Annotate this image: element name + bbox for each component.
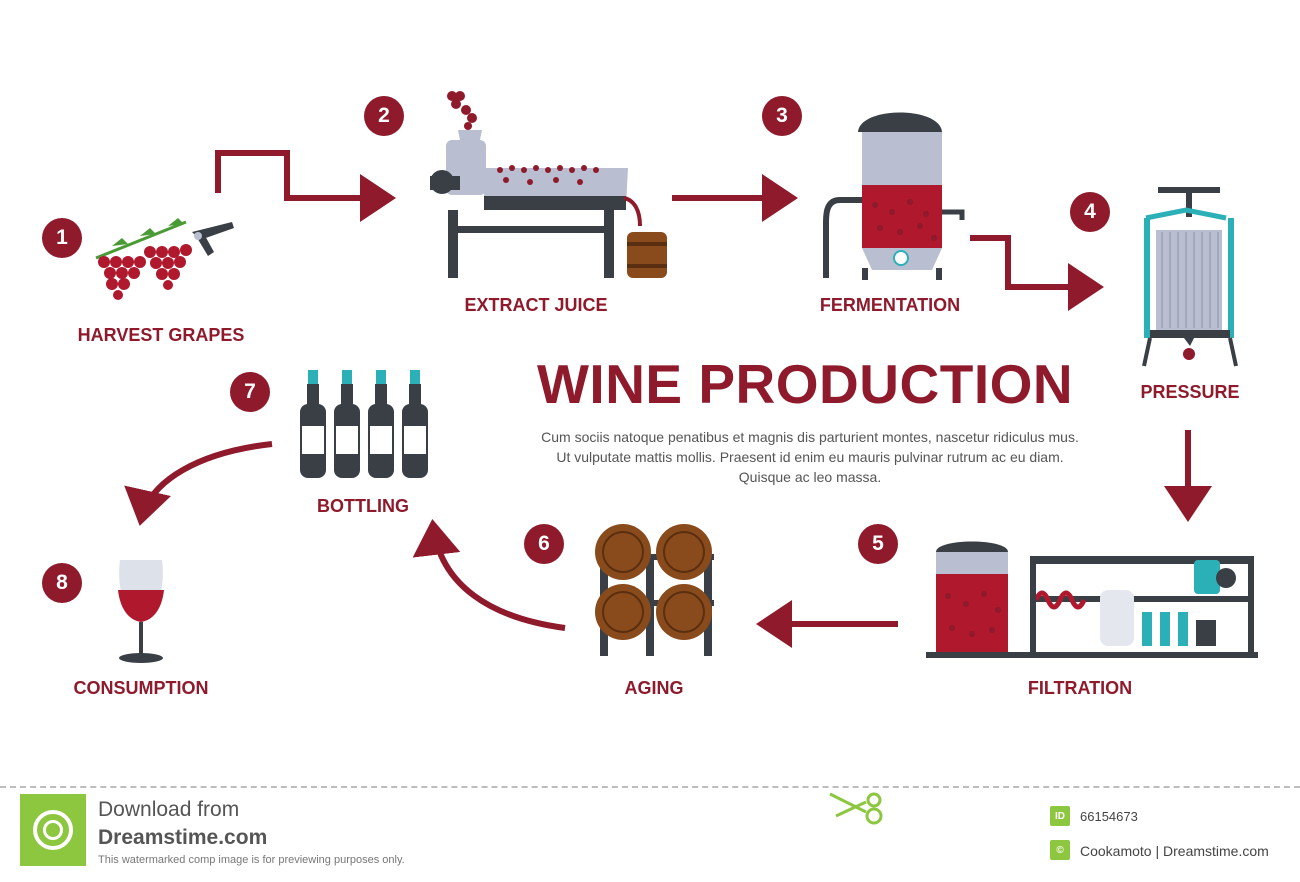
wine-glass-icon	[118, 560, 164, 663]
download-from-text: Download from	[98, 798, 240, 821]
scissors-icon	[829, 792, 883, 825]
step-number-4: 4	[1070, 192, 1110, 232]
step-number-7: 7	[230, 372, 270, 412]
wine-bottles-icon	[300, 370, 428, 478]
arrow-3-to-4	[970, 235, 1104, 311]
step-label-consumption: CONSUMPTION	[73, 678, 209, 698]
grapes-and-shears-icon	[95, 218, 234, 300]
step-label-aging: AGING	[624, 678, 684, 698]
site-name-link[interactable]: Dreamstime.com	[98, 826, 268, 849]
arrow-1-to-2	[215, 150, 396, 222]
step-label-fermentation: FERMENTATION	[819, 295, 961, 315]
barrel-rack-icon	[595, 524, 714, 656]
step-number-2: 2	[364, 96, 404, 136]
step-label-filtration: FILTRATION	[1027, 678, 1133, 698]
page-title: WINE PRODUCTION	[537, 353, 1074, 415]
copyright-icon: ©	[1050, 840, 1070, 860]
watermark-footer: Download from Dreamstime.com This waterm…	[0, 786, 1300, 879]
step-label-harvest-grapes: HARVEST GRAPES	[77, 325, 245, 345]
arrow-6-to-7	[412, 519, 566, 631]
watermark-note: This watermarked comp image is for previ…	[98, 854, 405, 866]
step-number-5: 5	[858, 524, 898, 564]
wine-press-icon	[1142, 187, 1238, 367]
step-label-extract-juice: EXTRACT JUICE	[464, 295, 608, 315]
arrow-7-to-8	[124, 441, 273, 526]
dreamstime-logo-icon	[20, 794, 86, 866]
fermentation-tank-icon	[823, 112, 965, 280]
step-number-3: 3	[762, 96, 802, 136]
step-number-6: 6	[524, 524, 564, 564]
crusher-machine-icon	[430, 91, 667, 278]
filtration-plant-icon	[926, 541, 1258, 658]
description-text: Cum sociis natoque penatibus et magnis d…	[541, 429, 1079, 485]
step-label-bottling: BOTTLING	[317, 496, 409, 516]
step-number-8: 8	[42, 563, 82, 603]
step-number-1: 1	[42, 218, 82, 258]
id-badge: ID	[1050, 806, 1070, 826]
image-id-text: 66154673	[1080, 809, 1138, 824]
author-credit[interactable]: Cookamoto | Dreamstime.com	[1080, 843, 1269, 859]
step-label-pressure: PRESSURE	[1140, 382, 1240, 402]
